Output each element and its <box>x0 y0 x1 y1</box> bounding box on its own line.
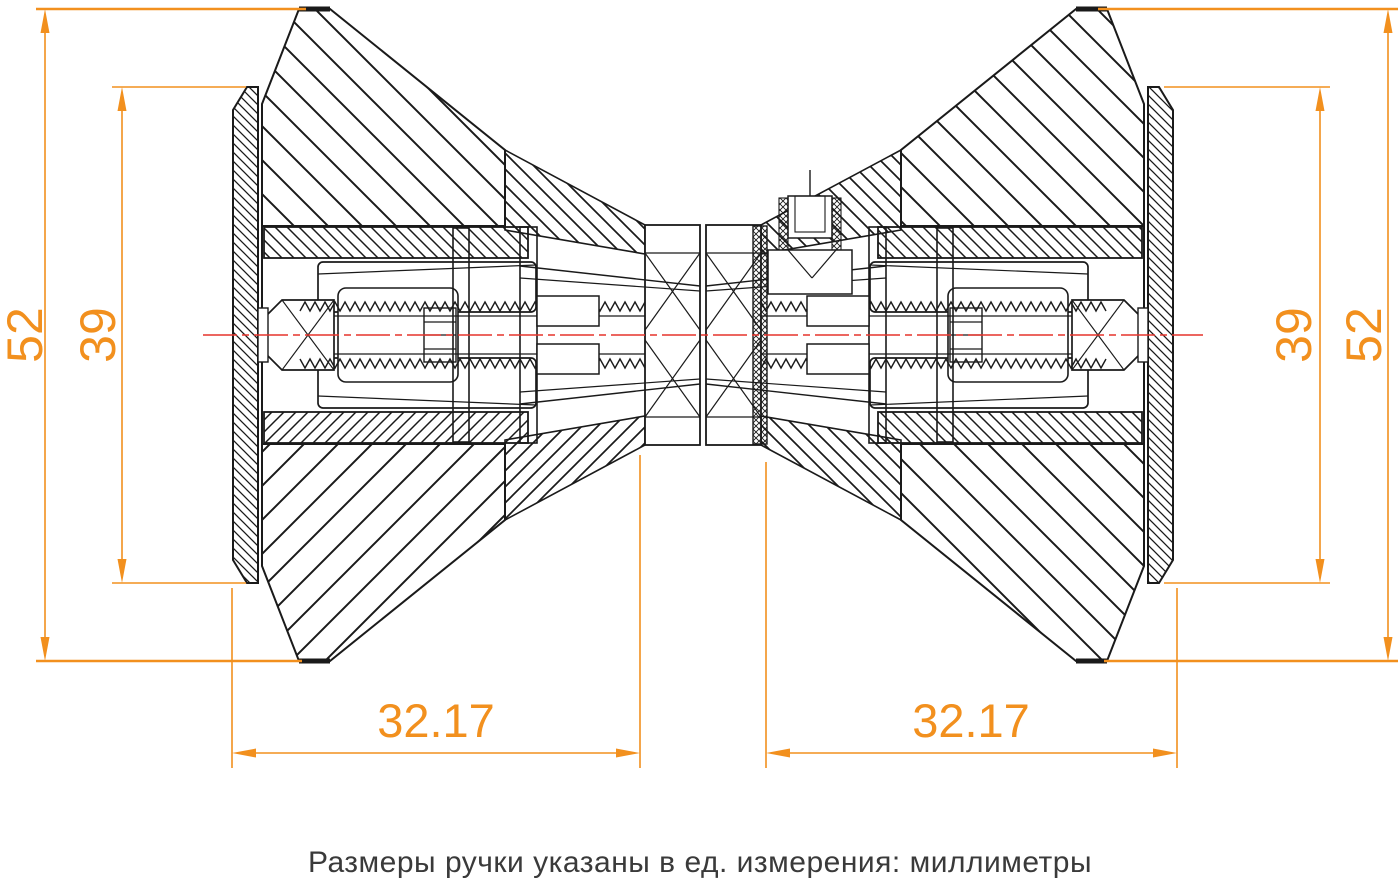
dim-label-52-right: 52 <box>1336 307 1392 363</box>
dimension-3217-left <box>231 455 641 768</box>
knob-body-left <box>261 6 646 664</box>
handle-section-drawing: 52 39 39 52 32.17 32.17 <box>0 6 1398 768</box>
dimension-39-left <box>112 86 246 584</box>
dim-label-3217-left: 32.17 <box>377 694 495 747</box>
dimension-52-right <box>1098 7 1398 663</box>
set-screw-detail <box>767 170 853 295</box>
dimension-52-left <box>36 7 306 663</box>
dim-label-52-left: 52 <box>0 307 53 363</box>
dimension-39-right <box>1164 86 1330 584</box>
units-caption: Размеры ручки указаны в ед. измерения: м… <box>307 846 1093 879</box>
dim-label-3217-right: 32.17 <box>912 694 1030 747</box>
dimension-3217-right <box>765 462 1178 768</box>
dim-label-39-right: 39 <box>1266 307 1322 363</box>
dimension-annotations <box>36 7 1398 768</box>
dim-label-39-left: 39 <box>70 307 126 363</box>
mount-flange-bands <box>263 226 1143 444</box>
